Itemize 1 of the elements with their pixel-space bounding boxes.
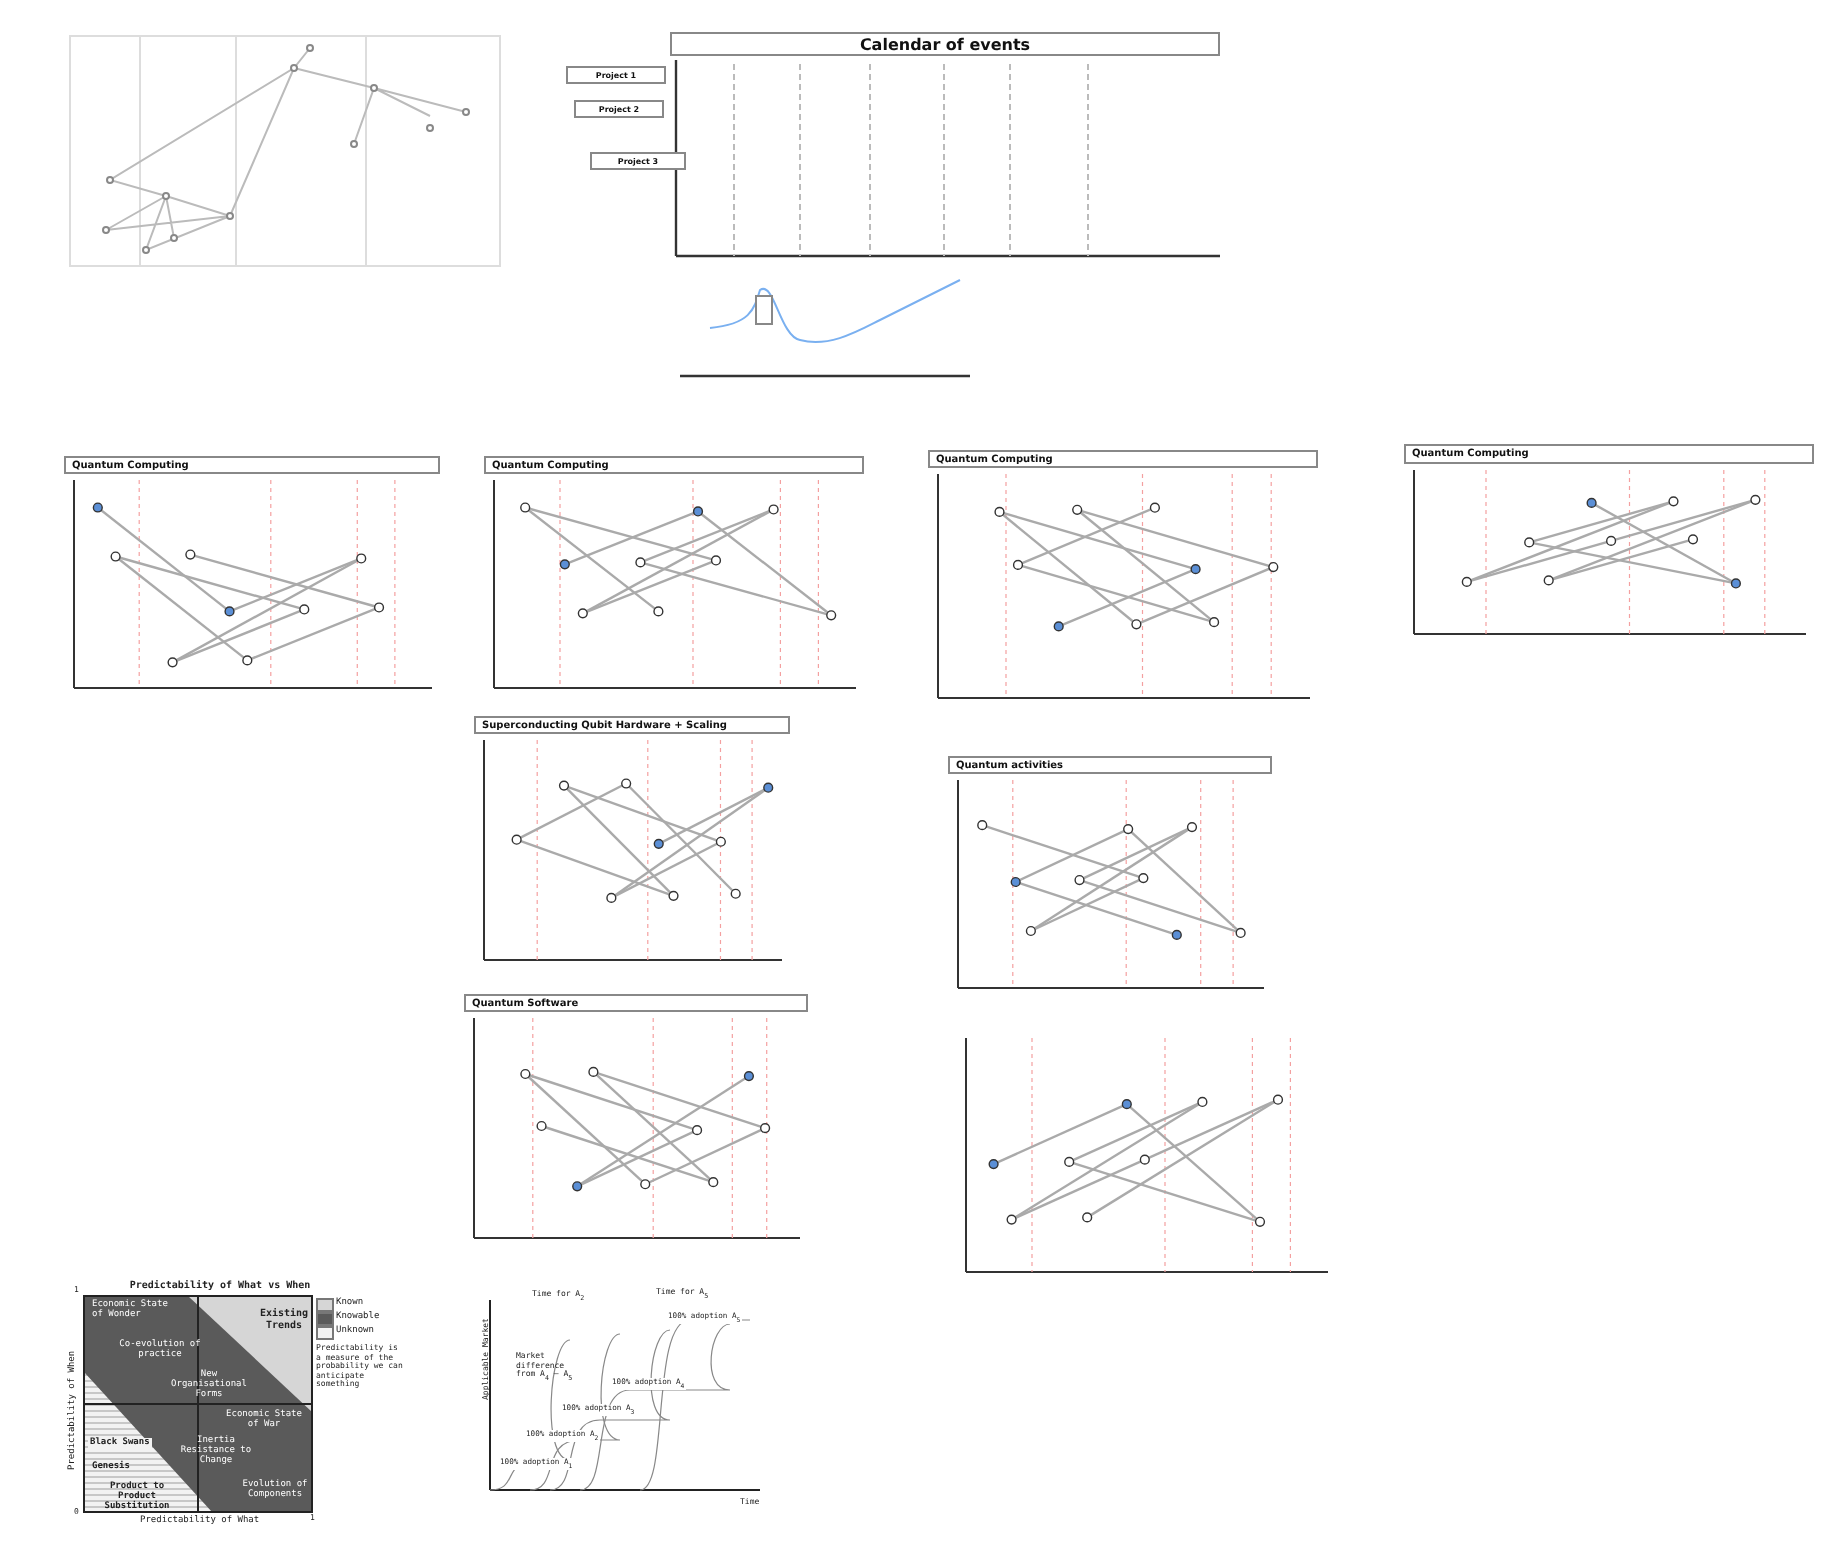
title-bar: Calendar of events bbox=[670, 32, 1220, 56]
